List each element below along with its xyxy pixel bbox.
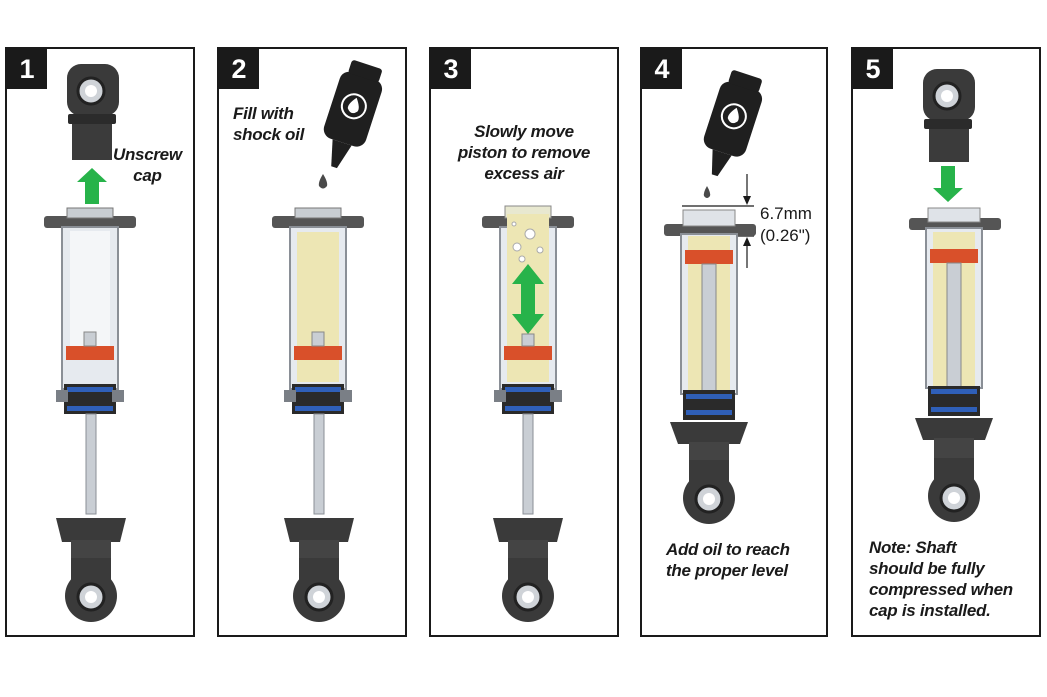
oil-drop-icon	[703, 186, 711, 198]
step-caption: Fill with shock oil	[233, 104, 304, 144]
oil-drop-icon	[318, 174, 328, 189]
step-caption: Slowly move piston to remove excess air	[457, 122, 591, 183]
measurement-label: 6.7mm (0.26")	[760, 204, 812, 245]
step-number-badge: 3	[431, 49, 471, 89]
green-arrow-up-icon	[77, 168, 107, 204]
step-number-badge: 4	[642, 49, 682, 89]
step-caption: Note: Shaft should be fully compressed w…	[869, 538, 1013, 620]
step-number-badge: 5	[853, 49, 893, 89]
oil-bottle-icon	[323, 60, 383, 169]
shock-illustration	[44, 64, 136, 622]
step-number-badge: 2	[219, 49, 259, 89]
step-1-panel: 1	[5, 47, 195, 637]
oil-bottle-icon	[703, 70, 763, 177]
step-4-panel: 4	[640, 47, 828, 637]
shock-illustration	[272, 60, 383, 622]
green-arrow-down-icon	[933, 166, 963, 202]
shock-cap	[67, 64, 119, 160]
shock-illustration	[482, 205, 574, 622]
green-double-arrow-icon	[512, 264, 544, 334]
step-caption: Add oil to reach the proper level	[666, 540, 790, 580]
shock-illustration	[664, 70, 763, 524]
step-2-panel: 2	[217, 47, 407, 637]
step-caption: Unscrew cap	[113, 145, 182, 185]
step-number-badge: 1	[7, 49, 47, 89]
shock-illustration	[909, 69, 1001, 522]
shock-cap	[923, 69, 975, 162]
step-5-panel: 5 Note	[851, 47, 1041, 637]
step-3-panel: 3 Slowly	[429, 47, 619, 637]
